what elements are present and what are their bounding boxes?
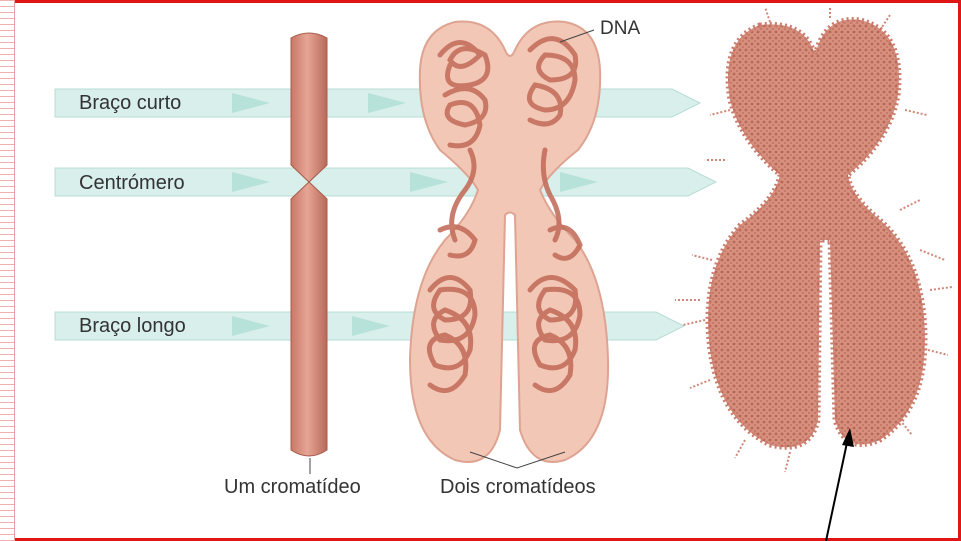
single-chromatid bbox=[291, 33, 327, 474]
label-short-arm: Braço curto bbox=[79, 92, 181, 115]
two-chromatids bbox=[410, 22, 608, 468]
label-centromere: Centrómero bbox=[79, 172, 185, 195]
label-long-arm: Braço longo bbox=[79, 315, 186, 338]
label-dna: DNA bbox=[600, 18, 640, 40]
pointer-arrow bbox=[826, 428, 854, 541]
label-one-chromatid: Um cromatídeo bbox=[224, 476, 361, 499]
condensed-chromosome bbox=[675, 6, 952, 472]
label-two-chromatids: Dois cromatídeos bbox=[440, 476, 596, 499]
